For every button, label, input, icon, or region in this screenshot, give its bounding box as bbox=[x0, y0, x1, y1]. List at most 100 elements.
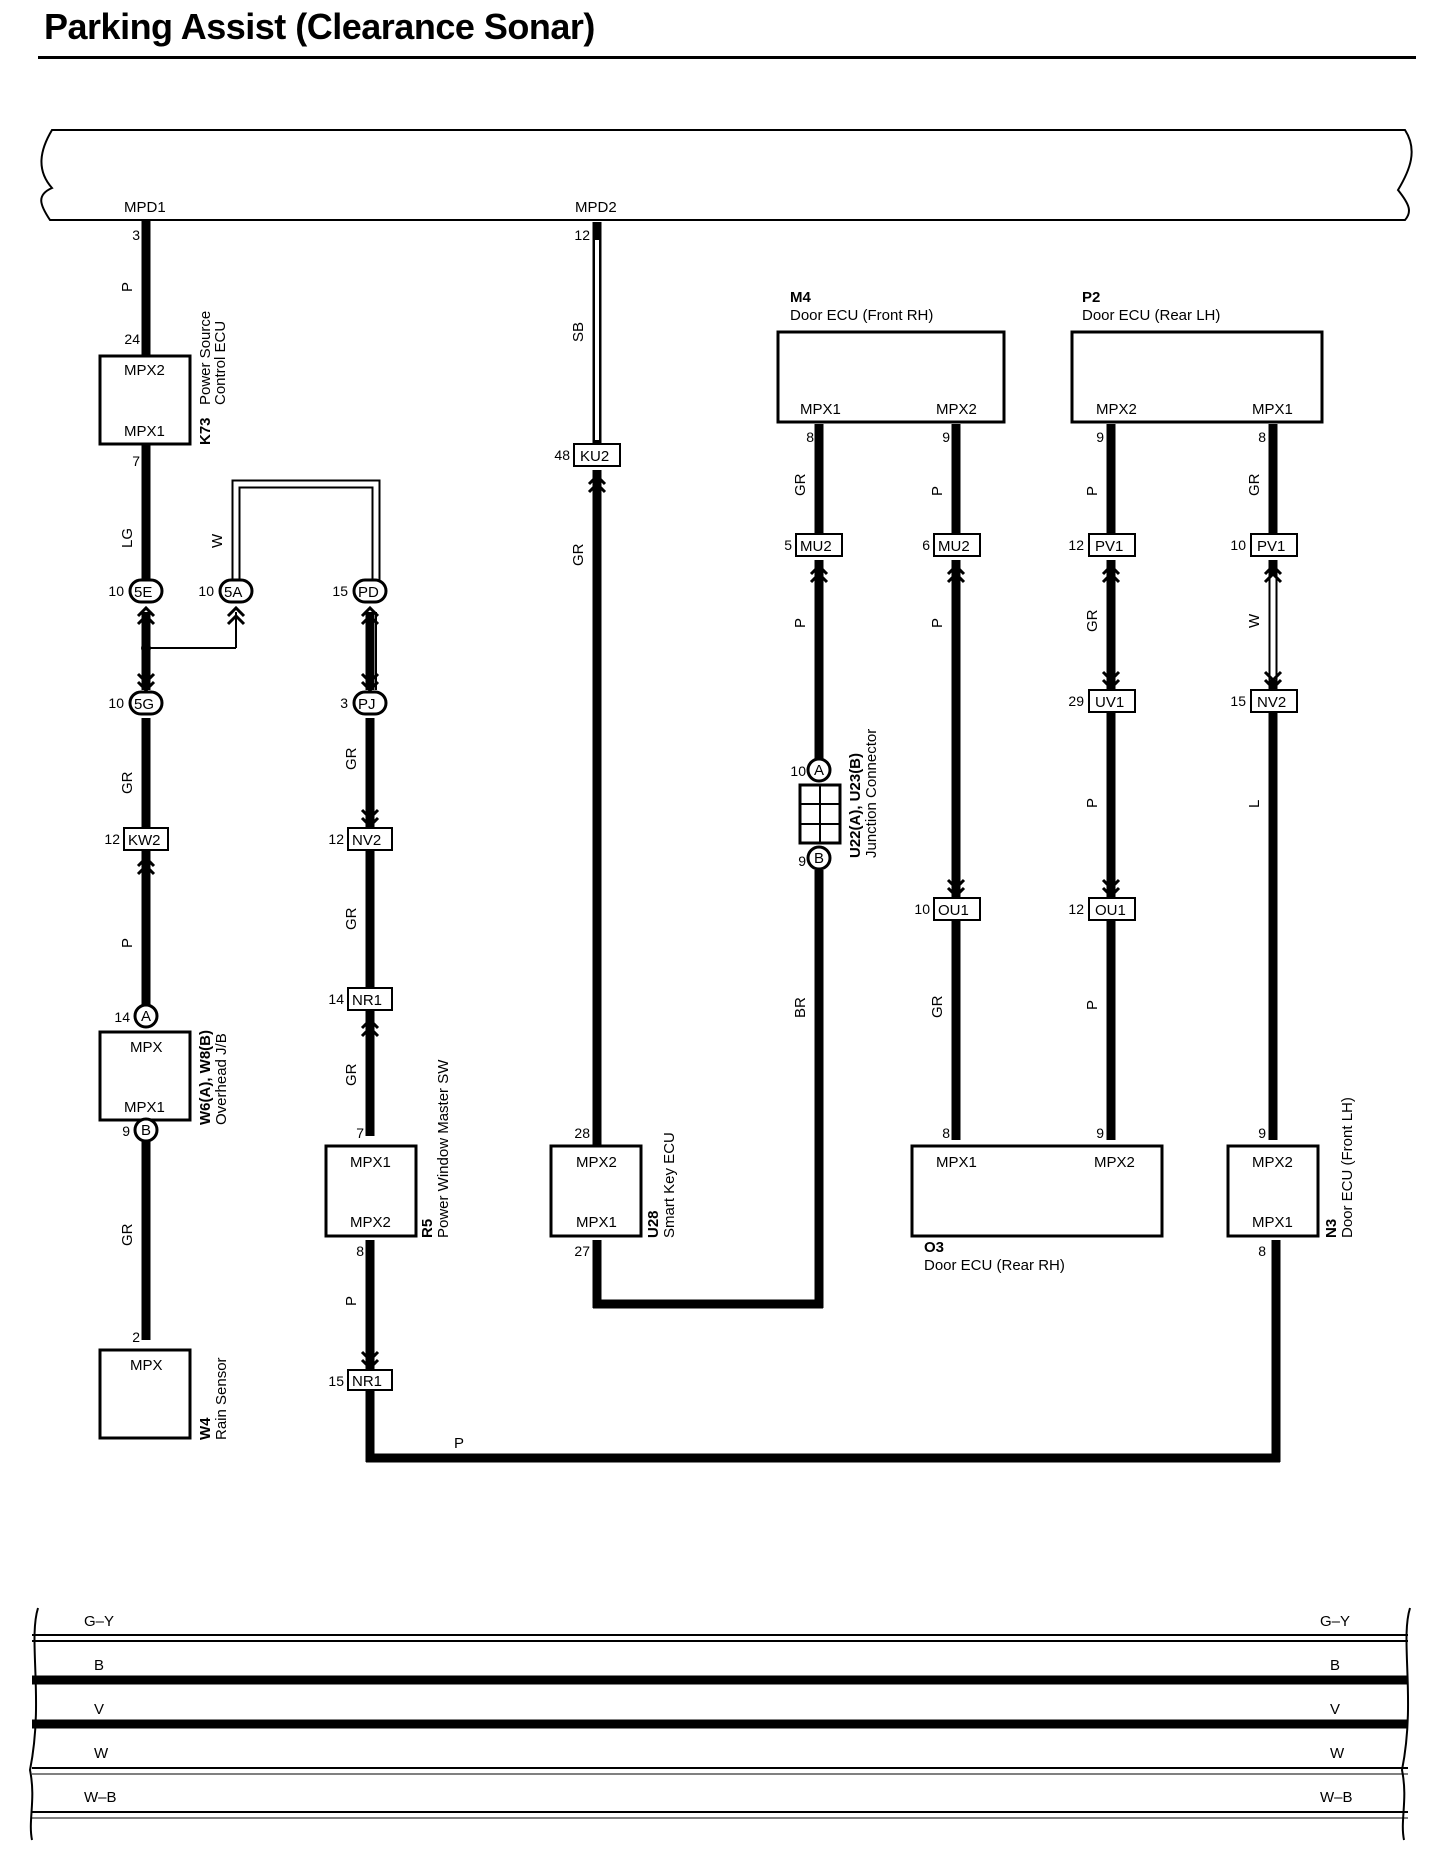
label-connectors-cNR1b: NR1 bbox=[352, 1373, 382, 1390]
label-wires-w24: W bbox=[1246, 613, 1263, 628]
label-ground_bus-3: W bbox=[1330, 1745, 1345, 1762]
label-pins-p9d: 9 bbox=[1096, 429, 1104, 445]
label-pins-p29: 29 bbox=[1068, 693, 1084, 709]
label-pins-p5: 5 bbox=[784, 537, 792, 553]
page-title: Parking Assist (Clearance Sonar) bbox=[44, 6, 595, 47]
top-bus: MPD1 MPD2 bbox=[40, 129, 1413, 221]
label-components-K73-name: Power Source bbox=[197, 311, 214, 405]
label-pins-p3: 3 bbox=[132, 227, 140, 243]
label-wires-w22: P bbox=[1084, 1000, 1101, 1010]
label-components-R5-code: R5 bbox=[419, 1219, 436, 1238]
label-ground_bus-3: W bbox=[94, 1745, 109, 1762]
label-connectors-cOU1b: OU1 bbox=[1095, 902, 1126, 919]
bus-label-mpd1: MPD1 bbox=[124, 199, 166, 216]
label-components-K73-code: K73 bbox=[197, 417, 214, 445]
box-r5 bbox=[324, 1144, 418, 1238]
label-wires-w15: P bbox=[929, 486, 946, 496]
label-connectors-c5G: 5G bbox=[134, 696, 154, 713]
label-components-W6-port_bot: MPX1 bbox=[124, 1099, 165, 1116]
label-pins-p6: 6 bbox=[922, 537, 930, 553]
label-components-U28-port_top: MPX2 bbox=[576, 1154, 617, 1171]
label-wires-w6: GR bbox=[119, 1223, 136, 1246]
label-wires-w26: P bbox=[454, 1435, 464, 1452]
label-components-U28-code: U28 bbox=[645, 1210, 662, 1238]
label-wires-w16: BR bbox=[792, 997, 809, 1018]
label-pins-p8a: 8 bbox=[356, 1243, 364, 1259]
title-rule bbox=[38, 56, 1416, 59]
label-connectors-cPV1b: PV1 bbox=[1257, 538, 1285, 555]
bus-label-mpd2: MPD2 bbox=[575, 199, 617, 216]
label-components-P2-name: Door ECU (Rear LH) bbox=[1082, 307, 1220, 324]
label-components-P2-code: P2 bbox=[1082, 289, 1100, 306]
label-wires-w10: P bbox=[343, 1296, 360, 1306]
label-connectors-c5A: 5A bbox=[224, 584, 242, 601]
label-pins-p10b: 10 bbox=[198, 583, 214, 599]
label-connectors-cPV1a: PV1 bbox=[1095, 538, 1123, 555]
label-pins-p10c: 10 bbox=[108, 695, 124, 711]
label-components-R5-name: Power Window Master SW bbox=[435, 1059, 452, 1238]
splice-dot bbox=[141, 643, 151, 653]
box-k73 bbox=[98, 354, 192, 446]
label-components-N3-name: Door ECU (Front LH) bbox=[1339, 1097, 1356, 1238]
label-components-O3-port_right: MPX2 bbox=[1094, 1154, 1135, 1171]
label-connectors-cUV1: UV1 bbox=[1095, 694, 1124, 711]
label-pins-p7a: 7 bbox=[132, 453, 140, 469]
junction-grid bbox=[800, 785, 840, 843]
label-pins-p15c: 15 bbox=[1230, 693, 1246, 709]
label-connectors-cKU2: KU2 bbox=[580, 448, 609, 465]
label-pins-p8d: 8 bbox=[942, 1125, 950, 1141]
port-labels: MPX2 MPX1 MPX MPX1 MPX MPX1 MPX2 MPX2 MP… bbox=[124, 362, 1293, 1374]
label-components-M4-port_left: MPX1 bbox=[800, 401, 841, 418]
label-wires-w3: W bbox=[209, 533, 226, 548]
label-components-N3-code: N3 bbox=[1323, 1219, 1340, 1238]
label-pins-p9b: 9 bbox=[942, 429, 950, 445]
label-components-R5-port_top: MPX1 bbox=[350, 1154, 391, 1171]
component-names: K73 Power Source Control ECU W6(A), W8(B… bbox=[197, 289, 1356, 1440]
label-pins-p10d: 10 bbox=[790, 763, 806, 779]
label-pins-p12c: 12 bbox=[574, 227, 590, 243]
label-components-K73-name2: Control ECU bbox=[212, 321, 229, 405]
connector-arrows bbox=[136, 473, 1283, 1371]
label-components-U28-port_bot: MPX1 bbox=[576, 1214, 617, 1231]
label-ground_bus-0: G–Y bbox=[1320, 1613, 1350, 1630]
label-pins-p27: 27 bbox=[574, 1243, 590, 1259]
label-connectors-A: A bbox=[141, 1008, 151, 1025]
label-pins-p8b: 8 bbox=[806, 429, 814, 445]
label-components-W6-port_top: MPX bbox=[130, 1039, 163, 1056]
box-w6 bbox=[98, 1030, 192, 1122]
label-pins-p8c: 8 bbox=[1258, 429, 1266, 445]
label-pins-p28: 28 bbox=[574, 1125, 590, 1141]
label-components-P2-port_right: MPX1 bbox=[1252, 401, 1293, 418]
label-connectors-cMU2b: MU2 bbox=[938, 538, 970, 555]
label-connectors-B: B bbox=[141, 1122, 151, 1139]
label-pins-p15a: 15 bbox=[332, 583, 348, 599]
box-n3 bbox=[1226, 1144, 1320, 1238]
label-connectors-A: A bbox=[814, 762, 824, 779]
label-ground_bus-4: W–B bbox=[1320, 1789, 1353, 1806]
label-wires-w2: LG bbox=[119, 528, 136, 548]
label-wires-w1: P bbox=[119, 282, 136, 292]
label-connectors-cMU2a: MU2 bbox=[800, 538, 832, 555]
label-wires-w7: GR bbox=[343, 747, 360, 770]
label-pins-p9f: 9 bbox=[1258, 1125, 1266, 1141]
hollow-wires bbox=[146, 222, 1278, 690]
label-pins-p12b: 12 bbox=[328, 831, 344, 847]
component-boxes bbox=[98, 330, 1324, 1440]
box-w4 bbox=[98, 1348, 192, 1440]
label-components-W4-port_top: MPX bbox=[130, 1357, 163, 1374]
label-ground_bus-1: B bbox=[94, 1657, 104, 1674]
label-connectors-cPD: PD bbox=[358, 584, 379, 601]
label-pins-p12a: 12 bbox=[104, 831, 120, 847]
box-u28 bbox=[549, 1144, 643, 1238]
label-connectors-cPJ: PJ bbox=[358, 696, 376, 713]
label-components-W4-name: Rain Sensor bbox=[213, 1357, 230, 1440]
label-connectors-cKW2: KW2 bbox=[128, 832, 161, 849]
label-components-R5-port_bot: MPX2 bbox=[350, 1214, 391, 1231]
label-components-N3-port_top: MPX2 bbox=[1252, 1154, 1293, 1171]
label-connectors-B: B bbox=[814, 850, 824, 867]
label-pins-p24: 24 bbox=[124, 331, 140, 347]
label-pins-p9a: 9 bbox=[122, 1123, 130, 1139]
label-pins-p10f: 10 bbox=[914, 901, 930, 917]
label-pins-p9e: 9 bbox=[1096, 1125, 1104, 1141]
wire-color-labels: P LG W GR P GR GR GR GR P P SB GR GR P P… bbox=[119, 282, 1263, 1452]
